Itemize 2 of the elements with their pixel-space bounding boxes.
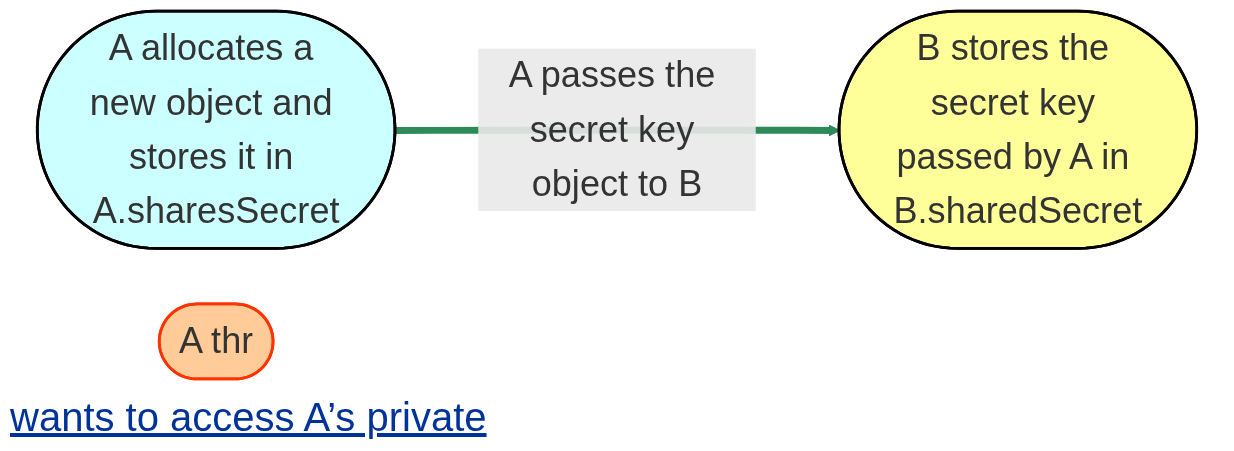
underlined-text: wants to access A’s private — [10, 395, 487, 440]
edge-label: A passes the secret key object to B — [508, 54, 716, 205]
